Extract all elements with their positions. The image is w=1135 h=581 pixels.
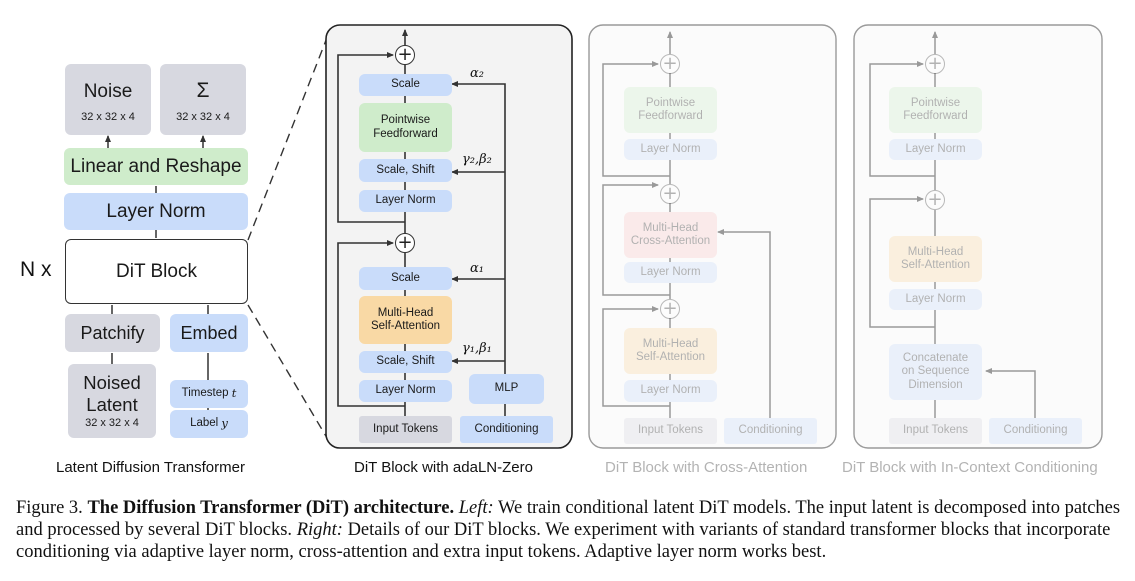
caption-right-text: Details of our DiT blocks. We experiment… (16, 520, 1111, 562)
timestep-var: t (231, 386, 237, 401)
incontext-input-tokens: Input Tokens (889, 418, 982, 444)
noised-latent-line2: Latent (86, 393, 138, 415)
figure-caption: Figure 3. The Diffusion Transformer (DiT… (16, 497, 1121, 563)
cross-conditioning: Conditioning (724, 418, 817, 444)
adaln-pointwise-line1: Pointwise (380, 114, 431, 127)
incontext-conditioning: Conditioning (989, 418, 1082, 444)
adaln-conditioning: Conditioning (460, 416, 553, 443)
incontext-pointwise-ff: Pointwise Feedforward (889, 87, 982, 133)
embed-box: Embed (170, 314, 248, 352)
layer-norm-box: Layer Norm (64, 193, 248, 230)
label-var: y (221, 416, 228, 431)
incontext-concat: Concatenate on Sequence Dimension (889, 344, 982, 400)
cross-mhsa: Multi-Head Self-Attention (624, 328, 717, 374)
adaln-mhsa-line1: Multi-Head (377, 306, 434, 319)
noised-latent-dims: 32 x 32 x 4 (85, 416, 139, 429)
adaln-input-tokens: Input Tokens (359, 416, 452, 443)
cross-add-middle-icon: + (660, 184, 680, 204)
cross-mhca: Multi-Head Cross-Attention (624, 212, 717, 258)
adaln-scale-shift-top: Scale, Shift (359, 159, 452, 182)
adaln-title: DiT Block with adaLN-Zero (354, 459, 533, 476)
noise-dims: 32 x 32 x 4 (81, 111, 135, 124)
caption-right-label: Right: (296, 520, 343, 540)
incontext-add-middle-icon: + (925, 190, 945, 210)
noised-latent-box: Noised Latent 32 x 32 x 4 (68, 364, 156, 438)
left-connectors (105, 135, 209, 410)
gamma1-beta1-label: γ₁,β₁ (462, 341, 492, 356)
linear-reshape-box: Linear and Reshape (64, 148, 248, 185)
add-top-icon: + (395, 45, 415, 65)
incontext-title: DiT Block with In-Context Conditioning (842, 459, 1098, 476)
adaln-scale-top: Scale (359, 74, 452, 96)
cross-layer-norm-3: Layer Norm (624, 380, 717, 402)
cross-mhsa-line2: Self-Attention (635, 351, 706, 363)
adaln-pointwise-line2: Feedforward (373, 127, 438, 140)
dit-block-box: DiT Block (65, 239, 248, 304)
incontext-layer-norm-2: Layer Norm (889, 289, 982, 310)
adaln-layer-norm-bottom: Layer Norm (359, 380, 452, 402)
cross-pointwise-line2: Feedforward (638, 110, 703, 122)
adaln-connectors (337, 29, 506, 416)
cross-mhca-line1: Multi-Head (642, 221, 699, 234)
alpha2-label: α₂ (470, 66, 484, 81)
cross-add-top-icon: + (660, 54, 680, 74)
adaln-scale-bottom: Scale (359, 267, 452, 290)
patchify-box: Patchify (65, 314, 160, 352)
incontext-connectors (869, 31, 1036, 418)
alpha1-label: α₁ (470, 261, 484, 276)
incontext-mhsa: Multi-Head Self-Attention (889, 236, 982, 282)
cross-title: DiT Block with Cross-Attention (605, 459, 808, 476)
caption-left-label: Left: (458, 498, 494, 518)
incontext-mhsa-line1: Multi-Head (907, 245, 964, 258)
incontext-add-top-icon: + (925, 54, 945, 74)
adaln-mhsa: Multi-Head Self-Attention (359, 296, 452, 344)
incontext-pointwise-line2: Feedforward (903, 110, 968, 122)
timestep-text: Timestep (181, 387, 232, 400)
cross-connectors (602, 31, 771, 418)
dit-architecture-diagram: Noise 32 x 32 x 4 Σ 32 x 32 x 4 Linear a… (20, 24, 1103, 476)
incontext-concat-line1: Concatenate (902, 352, 969, 365)
latent-diffusion-transformer-title: Latent Diffusion Transformer (56, 459, 245, 476)
adaln-layer-norm-top: Layer Norm (359, 190, 452, 212)
zoom-dashed-lines (247, 29, 331, 444)
caption-title: The Diffusion Transformer (DiT) architec… (87, 498, 455, 518)
cross-add-bottom-icon: + (660, 299, 680, 319)
cross-pointwise-line1: Pointwise (645, 96, 696, 109)
cross-input-tokens: Input Tokens (624, 418, 717, 444)
adaln-mlp: MLP (469, 374, 544, 404)
cross-pointwise-ff: Pointwise Feedforward (624, 87, 717, 133)
noise-output-box: Noise 32 x 32 x 4 (65, 64, 151, 135)
cross-layer-norm-2: Layer Norm (624, 262, 717, 283)
n-x-label: N x (20, 258, 52, 281)
gamma2-beta2-label: γ₂,β₂ (462, 152, 492, 167)
cross-layer-norm-1: Layer Norm (624, 139, 717, 160)
incontext-layer-norm-1: Layer Norm (889, 139, 982, 160)
cross-mhsa-line1: Multi-Head (642, 337, 699, 350)
label-box: Label y (170, 410, 248, 438)
timestep-box: Timestep t (170, 380, 248, 408)
label-text: Label (190, 417, 222, 430)
incontext-mhsa-line2: Self-Attention (900, 259, 971, 271)
adaln-pointwise-ff: Pointwise Feedforward (359, 103, 452, 152)
incontext-concat-line3: Dimension (908, 378, 963, 391)
noise-label: Noise (83, 81, 133, 103)
noised-latent-line1: Noised (83, 372, 141, 394)
sigma-label: Σ (196, 79, 210, 103)
cross-mhca-line2: Cross-Attention (630, 235, 711, 247)
caption-prefix: Figure 3. (16, 498, 88, 518)
add-middle-icon: + (395, 233, 415, 253)
caption-left-text: We train conditional latent DiT models. … (16, 498, 1121, 540)
adaln-scale-shift-bottom: Scale, Shift (359, 351, 452, 373)
incontext-pointwise-line1: Pointwise (910, 96, 961, 109)
sigma-output-box: Σ 32 x 32 x 4 (160, 64, 246, 135)
adaln-mhsa-line2: Self-Attention (370, 320, 441, 332)
incontext-concat-line2: on Sequence (901, 365, 970, 378)
sigma-dims: 32 x 32 x 4 (176, 111, 230, 124)
